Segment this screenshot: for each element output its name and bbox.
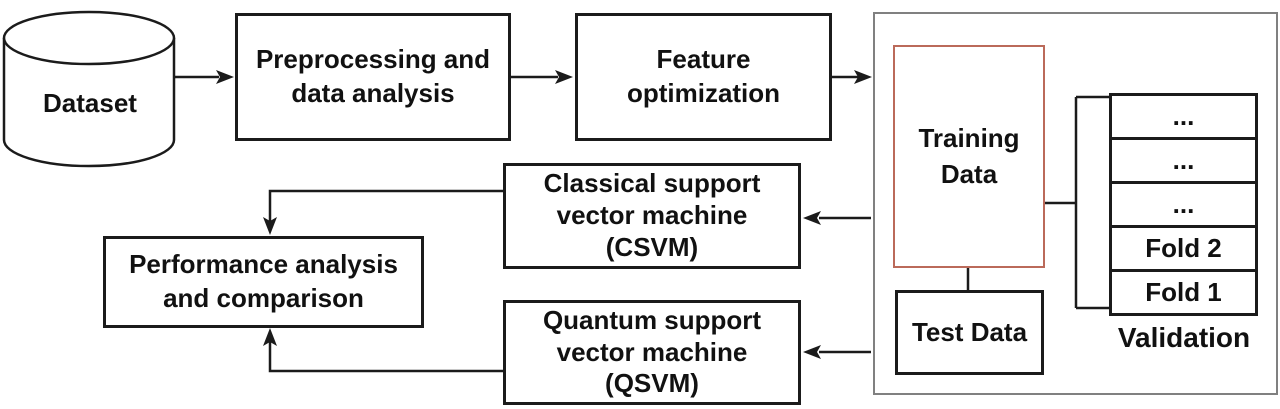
node-dataset-label: Dataset	[43, 87, 137, 118]
bracket-training-to-folds	[1044, 95, 1109, 310]
arrowhead-to-performance-bottom	[263, 328, 277, 346]
connector-csvm-to-performance	[268, 189, 503, 222]
arrowhead-to-qsvm	[803, 345, 821, 359]
arrowhead-to-feature	[555, 70, 573, 84]
node-test-data: Test Data	[895, 290, 1044, 375]
arrowhead-to-preprocessing	[216, 70, 234, 84]
node-csvm: Classical support vector machine (CSVM)	[503, 163, 801, 269]
dataset-cylinder-body	[2, 38, 176, 168]
fold-row-fold-2: Fold 2	[1112, 225, 1255, 269]
fold-stack: ... ... ... Fold 2 Fold 1	[1109, 93, 1258, 316]
fold-row-ellipsis-2: ...	[1112, 137, 1255, 181]
dataset-cylinder-top	[2, 10, 176, 66]
node-preprocessing: Preprocessing and data analysis	[235, 13, 511, 141]
node-performance-analysis: Performance analysis and comparison	[103, 236, 424, 328]
validation-caption: Validation	[1117, 322, 1251, 353]
arrowhead-to-csvm	[803, 211, 821, 225]
arrowhead-to-performance-top	[263, 217, 277, 235]
fold-row-ellipsis-3: ...	[1112, 181, 1255, 225]
node-qsvm: Quantum support vector machine (QSVM)	[503, 300, 801, 405]
arrowhead-to-container	[854, 70, 872, 84]
node-feature-optimization: Feature optimization	[575, 13, 832, 141]
node-training-data: Training Data	[893, 45, 1045, 268]
fold-row-fold-1: Fold 1	[1112, 269, 1255, 313]
fold-row-ellipsis-1: ...	[1172, 101, 1195, 131]
connector-qsvm-to-performance	[268, 341, 503, 373]
